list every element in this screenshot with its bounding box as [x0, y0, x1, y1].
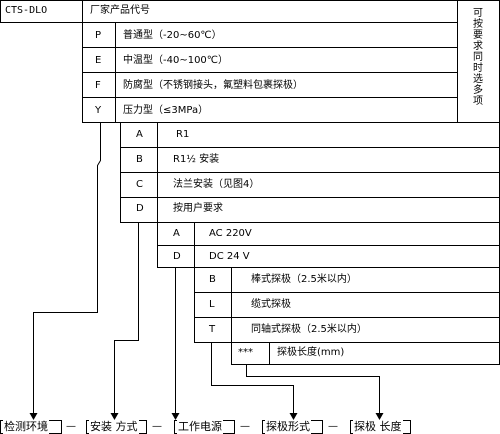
level5-table — [231, 342, 500, 365]
separator: — — [328, 421, 338, 432]
bottom-label-probe-type: 探极形式 — [265, 420, 311, 434]
level4-code: T — [209, 324, 216, 335]
separator: — — [66, 421, 76, 432]
level2-code: A — [136, 129, 143, 140]
level3-desc: AC 220V — [209, 228, 252, 239]
separator: — — [152, 421, 162, 432]
level1-desc: 压力型（≤3MPa） — [123, 105, 209, 116]
bottom-label-power: 工作电源 — [177, 420, 223, 434]
level2-desc: 按用户要求 — [173, 203, 223, 214]
arrow-1 — [29, 413, 38, 420]
level3-code: A — [173, 228, 180, 239]
level4-code: B — [209, 274, 216, 285]
level2-desc: 法兰安装（见图4） — [173, 179, 260, 190]
level1-code: F — [95, 80, 101, 91]
level1-code: E — [95, 55, 102, 66]
level2-code: B — [136, 154, 143, 165]
level4-desc: 缆式探极 — [251, 299, 291, 310]
bottom-label-install: 安装 方式 — [89, 420, 139, 434]
level2-code: D — [136, 203, 144, 214]
arrow-4 — [289, 413, 298, 420]
arrow-3 — [171, 413, 180, 420]
separator: — — [240, 421, 250, 432]
level3-code: D — [173, 251, 181, 262]
level1-code: Y — [95, 105, 102, 116]
level1-code: P — [95, 30, 102, 41]
header-title: 厂家产品代号 — [90, 5, 150, 16]
level5-code: *** — [238, 347, 253, 358]
level1-desc: 普通型（-20~60℃） — [123, 30, 222, 41]
level4-code: L — [209, 299, 215, 310]
header-model: CTS-DLO — [5, 5, 48, 16]
level5-desc: 探极长度(mm) — [277, 347, 345, 358]
bottom-label-environment: 检测环境 — [3, 420, 49, 434]
arrow-2 — [110, 413, 119, 420]
arrow-5 — [375, 413, 384, 420]
level2-desc: R1½ 安装 — [173, 154, 220, 165]
side-note-text: 可按要求同时选多项 — [473, 8, 483, 107]
bottom-label-probe-length: 探极 长度 — [353, 420, 403, 434]
level1-desc: 中温型（-40~100℃） — [123, 55, 229, 66]
side-note: 可按要求同时选多项 — [472, 8, 484, 107]
level4-desc: 棒式探极（2.5米以内） — [251, 274, 357, 285]
level3-desc: DC 24 V — [209, 251, 250, 262]
level1-desc: 防腐型（不锈钢接头，氟塑料包裹探极） — [123, 80, 303, 91]
level2-desc: R1 — [176, 129, 190, 140]
level2-code: C — [136, 179, 143, 190]
level4-desc: 同轴式探极（2.5米以内） — [251, 324, 367, 335]
